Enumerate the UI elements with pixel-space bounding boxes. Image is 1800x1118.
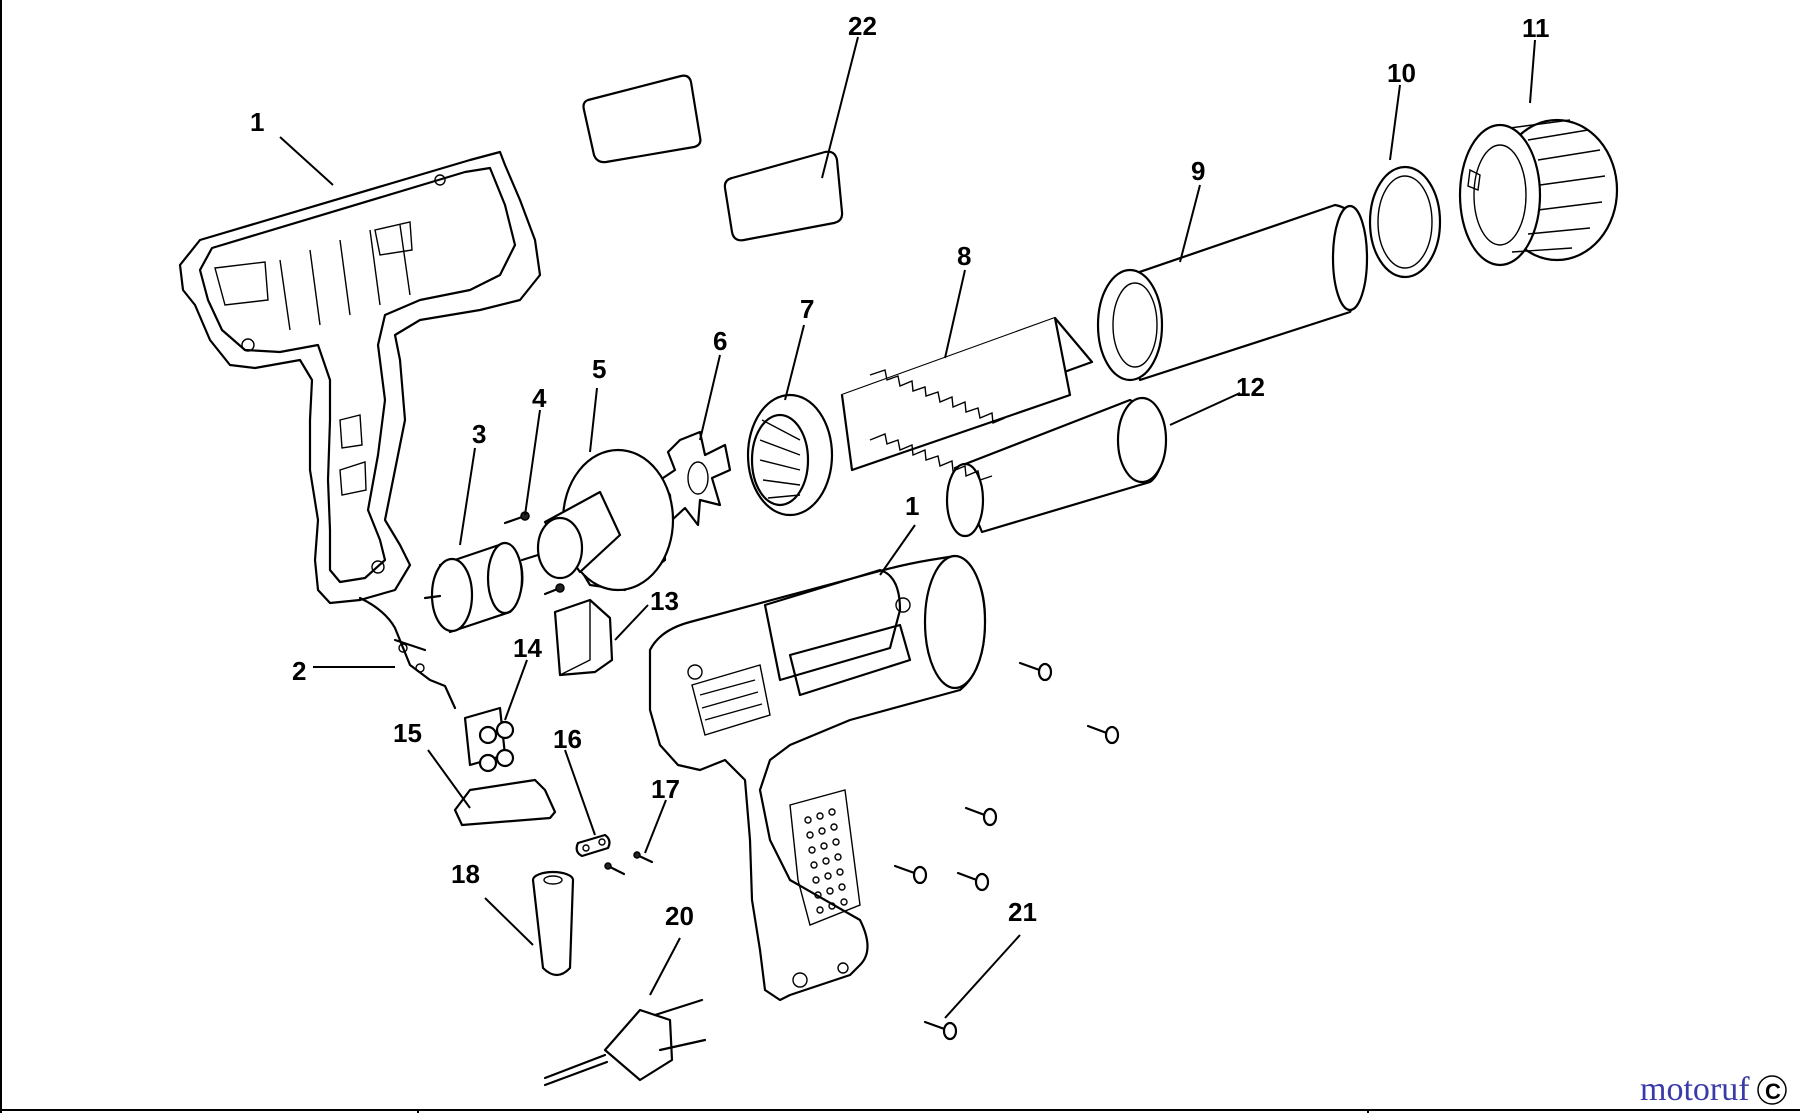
- part-9-outer-tube: [1096, 203, 1369, 382]
- callout-12: 12: [1236, 372, 1265, 402]
- callout-6: 6: [713, 326, 727, 356]
- callout-9: 9: [1191, 156, 1205, 186]
- callout-3: 3: [472, 419, 486, 449]
- part-5-motor-housing: [536, 448, 675, 592]
- callout-7: 7: [800, 294, 814, 324]
- callout-15: 15: [393, 718, 422, 748]
- callouts: 1 1 2 3 4 5 6 7 8 9 10 11 12 13 14 15 16…: [250, 11, 1550, 931]
- watermark-text: motoruf: [1640, 1071, 1750, 1108]
- part-15-cord-clamp: [453, 778, 557, 827]
- callout-18: 18: [451, 859, 480, 889]
- watermark-glyph: C: [1765, 1079, 1781, 1104]
- callout-2: 2: [292, 656, 306, 686]
- watermark-logo: motoruf C: [1640, 1071, 1787, 1108]
- callout-16: 16: [553, 724, 582, 754]
- callout-20: 20: [665, 901, 694, 931]
- part-11-nozzle-cap: [1458, 118, 1619, 267]
- part-6-fan: [658, 430, 732, 527]
- part-16-clamp: [575, 833, 611, 858]
- part-1-housing-right: [648, 554, 987, 1002]
- part-1-housing-left: [178, 150, 542, 605]
- part-8-heating-element: [840, 316, 1094, 481]
- callout-17: 17: [651, 774, 680, 804]
- part-3-motor: [423, 541, 540, 634]
- callout-13: 13: [650, 586, 679, 616]
- part-4-screw: [503, 511, 565, 596]
- callout-22: 22: [848, 11, 877, 41]
- callout-11: 11: [1522, 13, 1550, 43]
- part-13-switch: [553, 598, 614, 677]
- callout-10: 10: [1387, 58, 1416, 88]
- leader-lines: [279, 36, 1536, 1019]
- part-12-inner-tube: [945, 396, 1168, 538]
- callout-14: 14: [513, 633, 542, 663]
- callout-1a: 1: [250, 107, 264, 137]
- part-7-fan-housing: [746, 393, 834, 517]
- callout-8: 8: [957, 241, 971, 271]
- part-14-terminal-block: [463, 706, 515, 773]
- callout-1b: 1: [905, 491, 919, 521]
- callout-5: 5: [592, 354, 606, 384]
- part-21-screws: [893, 661, 1120, 1041]
- part-2-wires: [358, 596, 457, 710]
- part-10-ring: [1368, 165, 1442, 279]
- part-20-plug: [543, 998, 707, 1087]
- callout-4: 4: [532, 383, 547, 413]
- callout-21: 21: [1008, 897, 1037, 927]
- part-18-cord-protector: [531, 870, 575, 977]
- part-17-screws: [604, 851, 654, 876]
- part-22-labels: [582, 74, 844, 242]
